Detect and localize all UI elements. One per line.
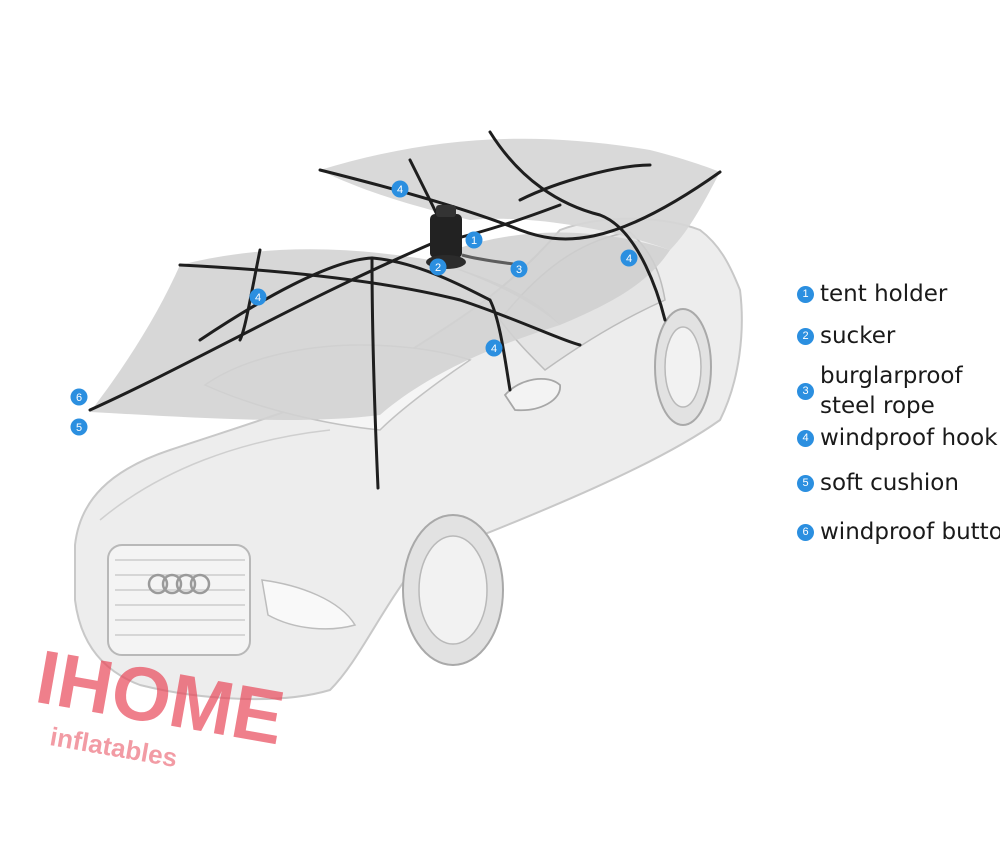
tent-holder-body xyxy=(430,214,462,258)
callout-number-1: 1 xyxy=(471,235,477,247)
callout-number-4a: 4 xyxy=(397,184,403,196)
callout-marker-4a: 4 xyxy=(391,180,409,198)
callout-number-6: 6 xyxy=(76,392,82,404)
canopy-fabric-front xyxy=(90,249,560,421)
frame-rib-9 xyxy=(518,163,652,202)
callout-marker-3: 3 xyxy=(510,260,528,278)
legend-label-4: windproof hook xyxy=(820,425,998,451)
frame-rib-6 xyxy=(488,130,667,322)
legend-label-2: sucker xyxy=(820,323,896,349)
legend-number-3: 3 xyxy=(797,382,814,400)
callout-markers: 1 2 3 4 4 4 4 5 xyxy=(70,180,638,436)
frame-rib-3 xyxy=(178,263,582,347)
legend-number-1: 1 xyxy=(797,285,814,303)
callout-number-4c: 4 xyxy=(491,343,497,355)
frame-rib-10 xyxy=(448,203,562,242)
callout-number-5: 5 xyxy=(76,422,82,434)
callout-marker-5: 5 xyxy=(70,418,88,436)
legend-label-3: burglarproof xyxy=(820,363,963,389)
legend-number-6: 6 xyxy=(797,523,814,541)
tent-holder-top xyxy=(436,205,456,217)
callout-number-4d: 4 xyxy=(626,253,632,265)
legend-item-5: 5 soft cushion xyxy=(797,468,959,498)
callout-marker-4b: 4 xyxy=(249,288,267,306)
legend-item-3: 3 burglarproof steel rope xyxy=(797,361,963,421)
legend-label-1: tent holder xyxy=(820,281,948,307)
car-logo-rings xyxy=(147,573,211,595)
frame-rib-2 xyxy=(370,256,380,490)
canopy-fabric-side xyxy=(430,232,670,325)
callout-number-4b: 4 xyxy=(255,292,261,304)
canopy-fabric-rear xyxy=(320,138,720,250)
legend-label-6: windproof button xyxy=(820,519,1000,545)
callout-marker-2: 2 xyxy=(429,258,447,276)
car-rear-wheel xyxy=(654,308,712,426)
legend-label-5: soft cushion xyxy=(820,470,959,496)
legend-item-4: 4 windproof hook xyxy=(797,423,998,453)
callout-marker-6: 6 xyxy=(70,388,88,406)
legend-label-3b: steel rope xyxy=(820,393,935,419)
legend-item-2: 2 sucker xyxy=(797,321,895,351)
callout-marker-4d: 4 xyxy=(620,249,638,267)
callout-number-3: 3 xyxy=(516,264,522,276)
car-mirror xyxy=(503,378,561,412)
legend-number-5: 5 xyxy=(797,474,814,492)
car-front-wheel xyxy=(402,514,504,666)
frame-rib-8 xyxy=(238,248,262,342)
legend-number-2: 2 xyxy=(797,327,814,345)
car-grille xyxy=(107,544,251,656)
car-headlight xyxy=(261,579,357,630)
callout-marker-4c: 4 xyxy=(485,339,503,357)
frame-rib-7 xyxy=(198,256,512,392)
legend-item-1: 1 tent holder xyxy=(797,279,947,309)
car-hood-line xyxy=(99,429,331,521)
callout-number-2: 2 xyxy=(435,262,441,274)
legend-item-6: 6 windproof button xyxy=(797,517,1000,547)
frame-rib-1 xyxy=(88,238,442,412)
legend-number-4: 4 xyxy=(797,429,814,447)
callout-marker-1: 1 xyxy=(465,231,483,249)
